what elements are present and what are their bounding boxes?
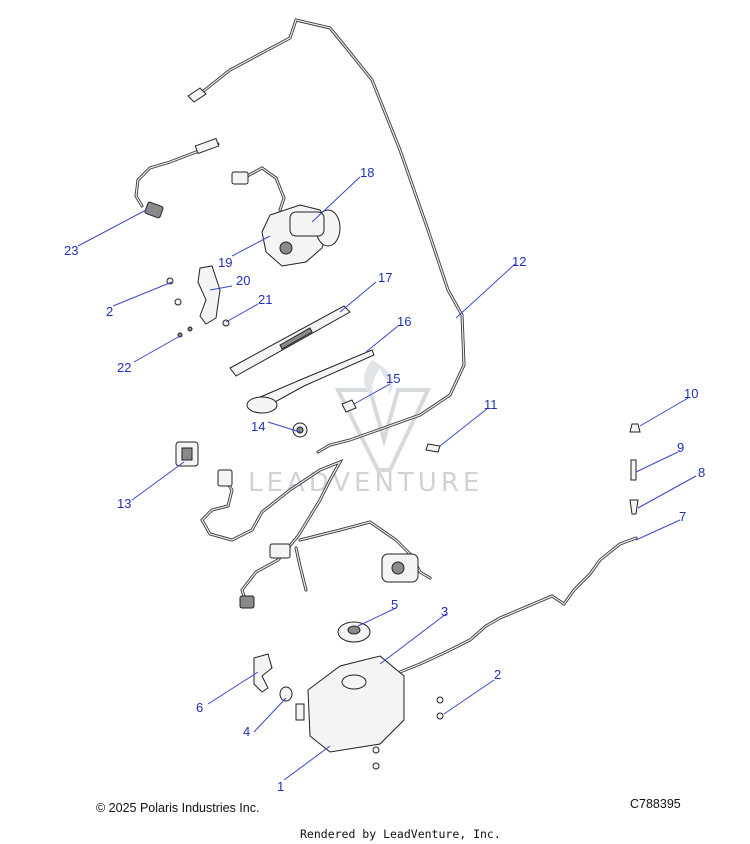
leader-lines [77, 176, 697, 781]
leadventure-watermark: LEADVENTURE [248, 360, 479, 498]
wiper-arm-16 [246, 349, 375, 414]
washer-hose-12 [187, 18, 466, 454]
copyright-text: © 2025 Polaris Industries Inc. [96, 801, 260, 815]
grommet-4 [279, 686, 293, 702]
tube-9 [630, 459, 637, 481]
callout-20: 20 [236, 273, 250, 288]
callout-13: 13 [117, 496, 131, 511]
callout-9: 9 [677, 440, 684, 455]
screws-2 [372, 696, 444, 770]
callout-14: 14 [251, 419, 265, 434]
nut-15 [341, 399, 357, 413]
diagram-code: C788395 [630, 797, 681, 811]
check-valve-8 [629, 499, 639, 515]
callout-21: 21 [258, 292, 272, 307]
callout-2: 2 [494, 667, 501, 682]
callout-12: 12 [512, 254, 526, 269]
wiper-motor-18 [231, 166, 341, 267]
callout-19: 19 [218, 255, 232, 270]
callout-11: 11 [484, 397, 498, 412]
callout-2: 2 [106, 304, 113, 319]
callout-18: 18 [360, 165, 374, 180]
callout-23: 23 [64, 243, 78, 258]
pump-6 [253, 653, 273, 693]
grommet-14 [292, 422, 308, 438]
callout-4: 4 [243, 724, 250, 739]
callout-8: 8 [698, 465, 705, 480]
switch-13 [175, 441, 199, 467]
reservoir-1 [295, 655, 405, 753]
cap-5 [337, 621, 371, 643]
callout-17: 17 [378, 270, 392, 285]
callout-5: 5 [391, 597, 398, 612]
rendered-by-text: Rendered by LeadVenture, Inc. [300, 827, 501, 841]
callout-16: 16 [397, 314, 411, 329]
callout-7: 7 [679, 509, 686, 524]
washer-hose-7 [398, 536, 638, 674]
bracket-20 [166, 265, 230, 338]
callout-3: 3 [441, 604, 448, 619]
wiper-blade-17 [229, 305, 351, 377]
callout-6: 6 [196, 700, 203, 715]
fitting-11 [425, 443, 441, 453]
harness-23 [134, 137, 220, 219]
callout-10: 10 [684, 386, 698, 401]
nozzle-10 [629, 423, 641, 433]
callout-15: 15 [386, 371, 400, 386]
callout-1: 1 [277, 779, 284, 794]
main-harness [200, 459, 432, 609]
callout-22: 22 [117, 360, 131, 375]
